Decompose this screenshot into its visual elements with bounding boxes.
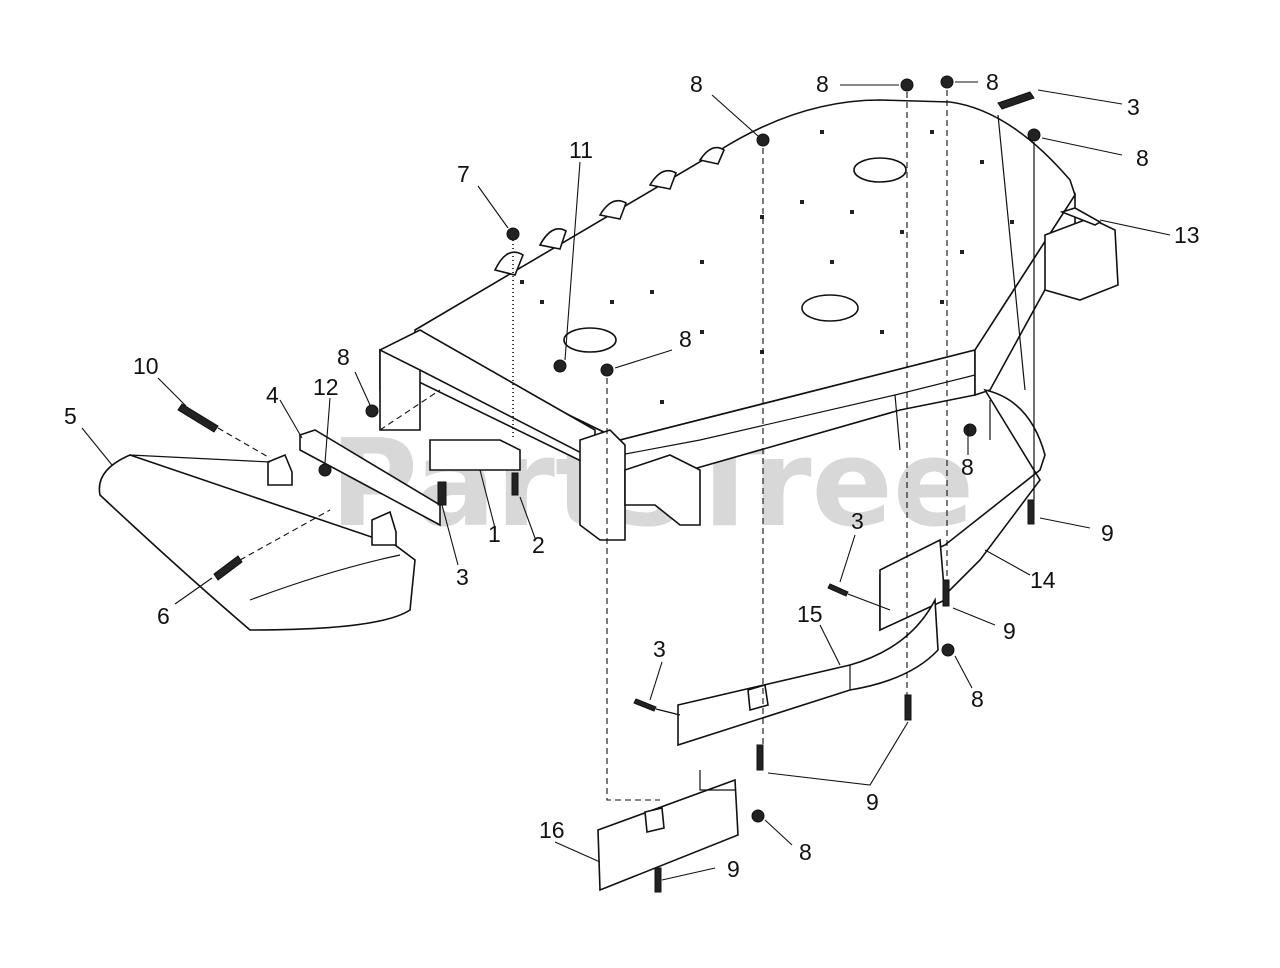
deck-holes — [520, 130, 1014, 404]
callout-8: 8 — [961, 454, 974, 480]
callout-8: 8 — [1136, 145, 1149, 171]
callout-4: 4 — [266, 382, 279, 408]
callout-labels: 8 8 8 3 8 11 7 13 8 10 8 12 4 5 8 1 2 3 … — [64, 69, 1200, 882]
callout-10: 10 — [133, 353, 159, 379]
mower-deck — [414, 99, 1076, 481]
leader-lines — [81, 81, 1171, 881]
callout-9: 9 — [1003, 618, 1016, 644]
callout-1: 1 — [488, 521, 501, 547]
callout-8: 8 — [799, 839, 812, 865]
callout-3: 3 — [456, 564, 469, 590]
assembly-lines — [129, 90, 1035, 801]
callout-3: 3 — [1127, 94, 1140, 120]
callout-11: 11 — [569, 137, 593, 163]
callout-9: 9 — [866, 789, 879, 815]
callout-8: 8 — [337, 344, 350, 370]
callout-6: 6 — [157, 603, 170, 629]
callout-12: 12 — [313, 374, 339, 400]
callout-8: 8 — [971, 686, 984, 712]
callout-2: 2 — [532, 532, 545, 558]
callout-8: 8 — [986, 69, 999, 95]
callout-3: 3 — [653, 636, 666, 662]
callout-16: 16 — [539, 817, 565, 843]
callout-13: 13 — [1174, 222, 1200, 248]
callout-7: 7 — [457, 161, 470, 187]
callout-5: 5 — [64, 403, 77, 429]
callout-8: 8 — [690, 71, 703, 97]
hardware — [177, 75, 1041, 893]
callout-9: 9 — [1101, 520, 1114, 546]
callout-8: 8 — [679, 326, 692, 352]
front-hanger — [579, 429, 701, 541]
rear-baffle — [879, 388, 1046, 632]
callout-15: 15 — [797, 601, 823, 627]
deflector-mount-bar — [299, 429, 441, 527]
rear-bracket — [1044, 207, 1119, 301]
callout-14: 14 — [1030, 567, 1056, 593]
callout-8: 8 — [816, 71, 829, 97]
baffle-plate — [597, 778, 739, 892]
callout-3: 3 — [851, 508, 864, 534]
discharge-deflector — [98, 453, 416, 631]
callout-9: 9 — [727, 856, 740, 882]
